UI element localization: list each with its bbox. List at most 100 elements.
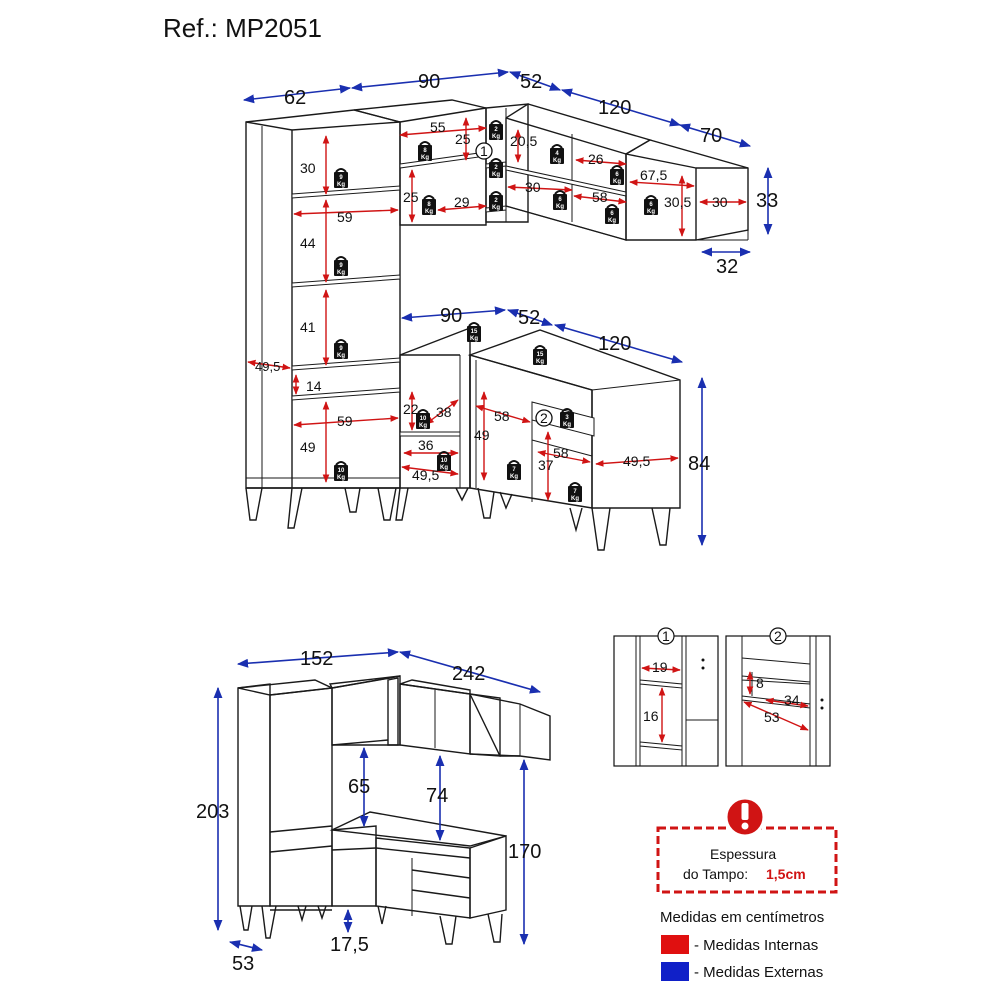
svg-text:10: 10 bbox=[338, 468, 345, 474]
svg-text:8: 8 bbox=[427, 202, 431, 208]
weight-2kg-a: 2Kg bbox=[488, 120, 504, 141]
warning-icon bbox=[724, 796, 766, 838]
warning-line2-value: 1,5cm bbox=[766, 866, 806, 882]
dim-25-a: 25 bbox=[455, 131, 471, 147]
svg-text:8: 8 bbox=[423, 148, 427, 154]
weight-6kg-b: 6Kg bbox=[552, 190, 568, 211]
dim-203: 203 bbox=[196, 801, 229, 823]
svg-text:9: 9 bbox=[339, 175, 343, 181]
weight-8kg-b: 8Kg bbox=[421, 195, 437, 216]
dim-17-5: 17,5 bbox=[330, 934, 369, 956]
svg-text:Kg: Kg bbox=[536, 359, 544, 365]
exploded-view: 62 90 52 120 70 33 32 90 52 120 84 30 59… bbox=[242, 68, 778, 551]
dim-62: 62 bbox=[284, 87, 306, 109]
dim-52-mid: 52 bbox=[518, 307, 540, 329]
svg-text:7: 7 bbox=[512, 467, 516, 473]
svg-text:4: 4 bbox=[555, 151, 559, 157]
detail-1-dim-19: 19 bbox=[652, 659, 668, 675]
dim-44: 44 bbox=[300, 235, 316, 251]
svg-text:Kg: Kg bbox=[492, 172, 500, 178]
dim-152: 152 bbox=[300, 648, 333, 670]
weight-6kg-a: 6Kg bbox=[609, 165, 625, 186]
weight-9kg-c: 9Kg bbox=[333, 339, 349, 360]
weight-2kg-c: 2Kg bbox=[488, 191, 504, 212]
dim-55: 55 bbox=[430, 119, 446, 135]
svg-text:6: 6 bbox=[558, 197, 562, 203]
svg-text:6: 6 bbox=[615, 172, 619, 178]
legend: Medidas em centímetros - Medidas Interna… bbox=[660, 909, 824, 981]
dim-52-top: 52 bbox=[520, 71, 542, 93]
svg-text:Kg: Kg bbox=[425, 209, 433, 215]
dim-90-mid: 90 bbox=[440, 305, 462, 327]
svg-text:Kg: Kg bbox=[647, 209, 655, 215]
svg-text:1: 1 bbox=[480, 143, 488, 159]
svg-text:Kg: Kg bbox=[556, 204, 564, 210]
dim-49-5-c: 49,5 bbox=[623, 453, 650, 469]
dim-49-b: 49 bbox=[474, 427, 490, 443]
dim-49-5-side: 49,5 bbox=[255, 359, 280, 374]
weight-9kg-a: 9Kg bbox=[333, 168, 349, 189]
svg-text:Kg: Kg bbox=[553, 158, 561, 164]
weight-6kg-c: 6Kg bbox=[604, 204, 620, 225]
dim-49-5-b: 49,5 bbox=[412, 467, 439, 483]
svg-text:Kg: Kg bbox=[337, 475, 345, 481]
weight-9kg-b: 9Kg bbox=[333, 256, 349, 277]
reference-title: Ref.: MP2051 bbox=[163, 13, 322, 43]
svg-text:15: 15 bbox=[471, 329, 478, 335]
dim-25-b: 25 bbox=[403, 189, 419, 205]
svg-text:6: 6 bbox=[610, 211, 614, 217]
dim-20-5: 20,5 bbox=[510, 133, 537, 149]
svg-text:Kg: Kg bbox=[470, 336, 478, 342]
dim-33: 33 bbox=[756, 190, 778, 212]
svg-text:Kg: Kg bbox=[421, 155, 429, 161]
dim-70: 70 bbox=[700, 125, 722, 147]
dim-170: 170 bbox=[508, 841, 541, 863]
dim-32: 32 bbox=[716, 256, 738, 278]
dim-242: 242 bbox=[452, 663, 485, 685]
svg-text:2: 2 bbox=[494, 198, 498, 204]
dim-49-a: 49 bbox=[300, 439, 316, 455]
weight-2kg-b: 2Kg bbox=[488, 158, 504, 179]
dim-22: 22 bbox=[403, 401, 419, 417]
dim-67-5: 67,5 bbox=[640, 167, 667, 183]
dim-120-top: 120 bbox=[598, 97, 631, 119]
dim-65: 65 bbox=[348, 776, 370, 798]
svg-text:Kg: Kg bbox=[510, 474, 518, 480]
svg-text:Kg: Kg bbox=[337, 353, 345, 359]
dim-59-b: 59 bbox=[337, 413, 353, 429]
svg-text:Kg: Kg bbox=[419, 423, 427, 429]
dim-41: 41 bbox=[300, 319, 316, 335]
svg-text:10: 10 bbox=[420, 416, 427, 422]
weight-7kg-a: 7Kg bbox=[506, 460, 522, 481]
svg-text:7: 7 bbox=[573, 489, 577, 495]
upper-cabinet-70 bbox=[625, 139, 749, 241]
svg-text:Kg: Kg bbox=[571, 496, 579, 502]
weight-3kg: 3Kg bbox=[559, 408, 575, 429]
weight-7kg-b: 7Kg bbox=[567, 482, 583, 503]
weight-4kg: 4Kg bbox=[549, 144, 565, 165]
dim-53: 53 bbox=[232, 953, 254, 975]
svg-text:9: 9 bbox=[339, 346, 343, 352]
warning-line1: Espessura bbox=[710, 846, 776, 862]
svg-text:Kg: Kg bbox=[563, 422, 571, 428]
dim-74: 74 bbox=[426, 785, 448, 807]
legend-internal-swatch bbox=[661, 935, 689, 954]
legend-external-label: - Medidas Externas bbox=[694, 964, 823, 981]
svg-text:Kg: Kg bbox=[492, 205, 500, 211]
svg-text:6: 6 bbox=[649, 202, 653, 208]
detail-2-label: 2 bbox=[774, 628, 782, 644]
svg-text:Kg: Kg bbox=[440, 465, 448, 471]
lower-cabinet-120 bbox=[467, 329, 681, 551]
svg-text:15: 15 bbox=[537, 352, 544, 358]
detail-1-label: 1 bbox=[662, 628, 670, 644]
dim-120-mid: 120 bbox=[598, 333, 631, 355]
dim-30-5: 30,5 bbox=[664, 194, 691, 210]
dim-30: 30 bbox=[300, 160, 316, 176]
svg-text:Kg: Kg bbox=[492, 134, 500, 140]
detail-2: 2 8 34 53 bbox=[725, 627, 831, 767]
dim-29: 29 bbox=[454, 194, 470, 210]
